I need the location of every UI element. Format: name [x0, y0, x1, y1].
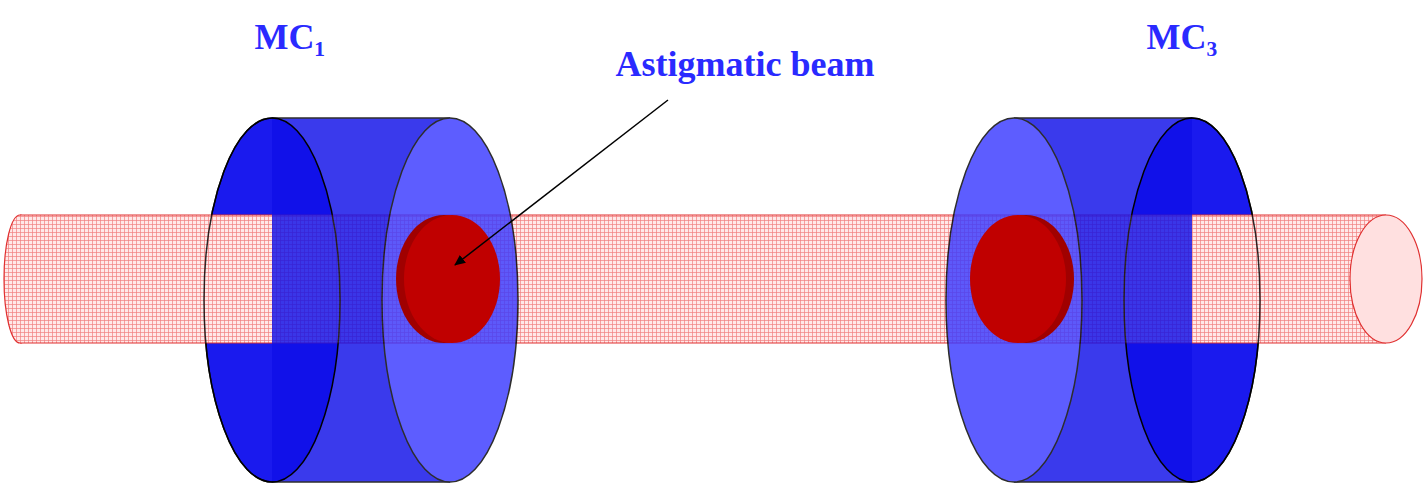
mc3-beam-spot [970, 215, 1074, 343]
part-label: MC₃ [1147, 18, 1218, 58]
beam-cylinder [4, 215, 1422, 343]
leader-arrow [455, 100, 668, 265]
part-label: MC₁ [255, 18, 326, 58]
callout-label: Astigmatic beam [616, 45, 875, 85]
mc1-disk [204, 118, 518, 482]
mc3-disk [946, 118, 1260, 482]
mc1-beam-spot [396, 215, 500, 343]
